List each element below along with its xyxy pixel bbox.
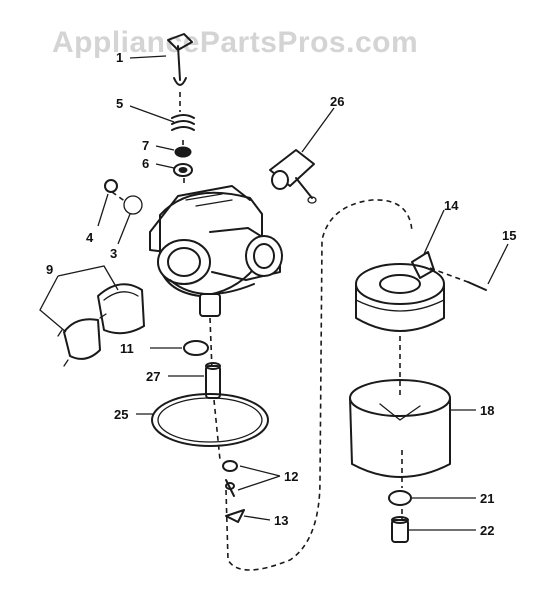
- part-label-14: 14: [444, 198, 459, 213]
- fitting-part: [269, 149, 317, 204]
- leader-line-4: [97, 193, 109, 227]
- part-label-4: 4: [86, 230, 94, 245]
- leader-line-15: [487, 243, 509, 285]
- leader-line-13: [243, 515, 271, 521]
- leader-line-12: [237, 465, 281, 491]
- needle-seat-part: [222, 460, 238, 497]
- bowl-nut-part: [391, 516, 409, 543]
- float-part: [355, 251, 445, 332]
- watermark-text: AppliancePartsPros.com: [52, 26, 418, 59]
- leader-line-1: [129, 55, 167, 59]
- part-label-26: 26: [330, 94, 344, 109]
- part-label-12: 12: [284, 469, 298, 484]
- leader-line-3: [117, 213, 131, 245]
- leader-line-5: [129, 105, 175, 123]
- leader-line-6: [155, 163, 175, 169]
- bowl-gasket-ring-part: [151, 393, 269, 447]
- leader-line-26: [301, 107, 335, 153]
- leader-line-9: [39, 265, 119, 333]
- part-label-6: 6: [142, 156, 149, 171]
- part-label-21: 21: [480, 491, 494, 506]
- assembly-dash-line-pin: [429, 267, 469, 283]
- spring-clip-part: [225, 509, 245, 523]
- part-label-15: 15: [502, 228, 516, 243]
- throttle-lever-part: [167, 33, 193, 86]
- hinge-pin-part: [467, 281, 487, 291]
- part-label-27: 27: [146, 369, 160, 384]
- bowl-washer-part: [388, 490, 412, 506]
- jet-tube-part: [205, 362, 221, 399]
- part-label-22: 22: [480, 523, 494, 538]
- spring-part: [171, 114, 195, 131]
- part-label-7: 7: [142, 138, 149, 153]
- part-label-25: 25: [114, 407, 128, 422]
- float-bowl-part: [349, 379, 451, 478]
- small-o-ring-part: [183, 340, 209, 356]
- part-label-11: 11: [120, 341, 134, 356]
- seal-part: [173, 163, 193, 177]
- assembly-dash-line: [179, 92, 413, 571]
- part-label-13: 13: [274, 513, 288, 528]
- assembly-dash-line-gasket: [111, 191, 127, 203]
- part-label-5: 5: [116, 96, 123, 111]
- bowl-cover-part: [57, 283, 145, 367]
- gasket-disc-part: [123, 195, 143, 215]
- part-label-18: 18: [480, 403, 494, 418]
- part-label-1: 1: [116, 50, 123, 65]
- washer-part: [174, 146, 192, 158]
- leader-line-14: [423, 209, 445, 255]
- carburetor-body-part: [149, 185, 283, 317]
- screw-part: [104, 179, 118, 193]
- part-label-3: 3: [110, 246, 117, 261]
- part-label-9: 9: [46, 262, 53, 277]
- leader-line-7: [155, 145, 175, 151]
